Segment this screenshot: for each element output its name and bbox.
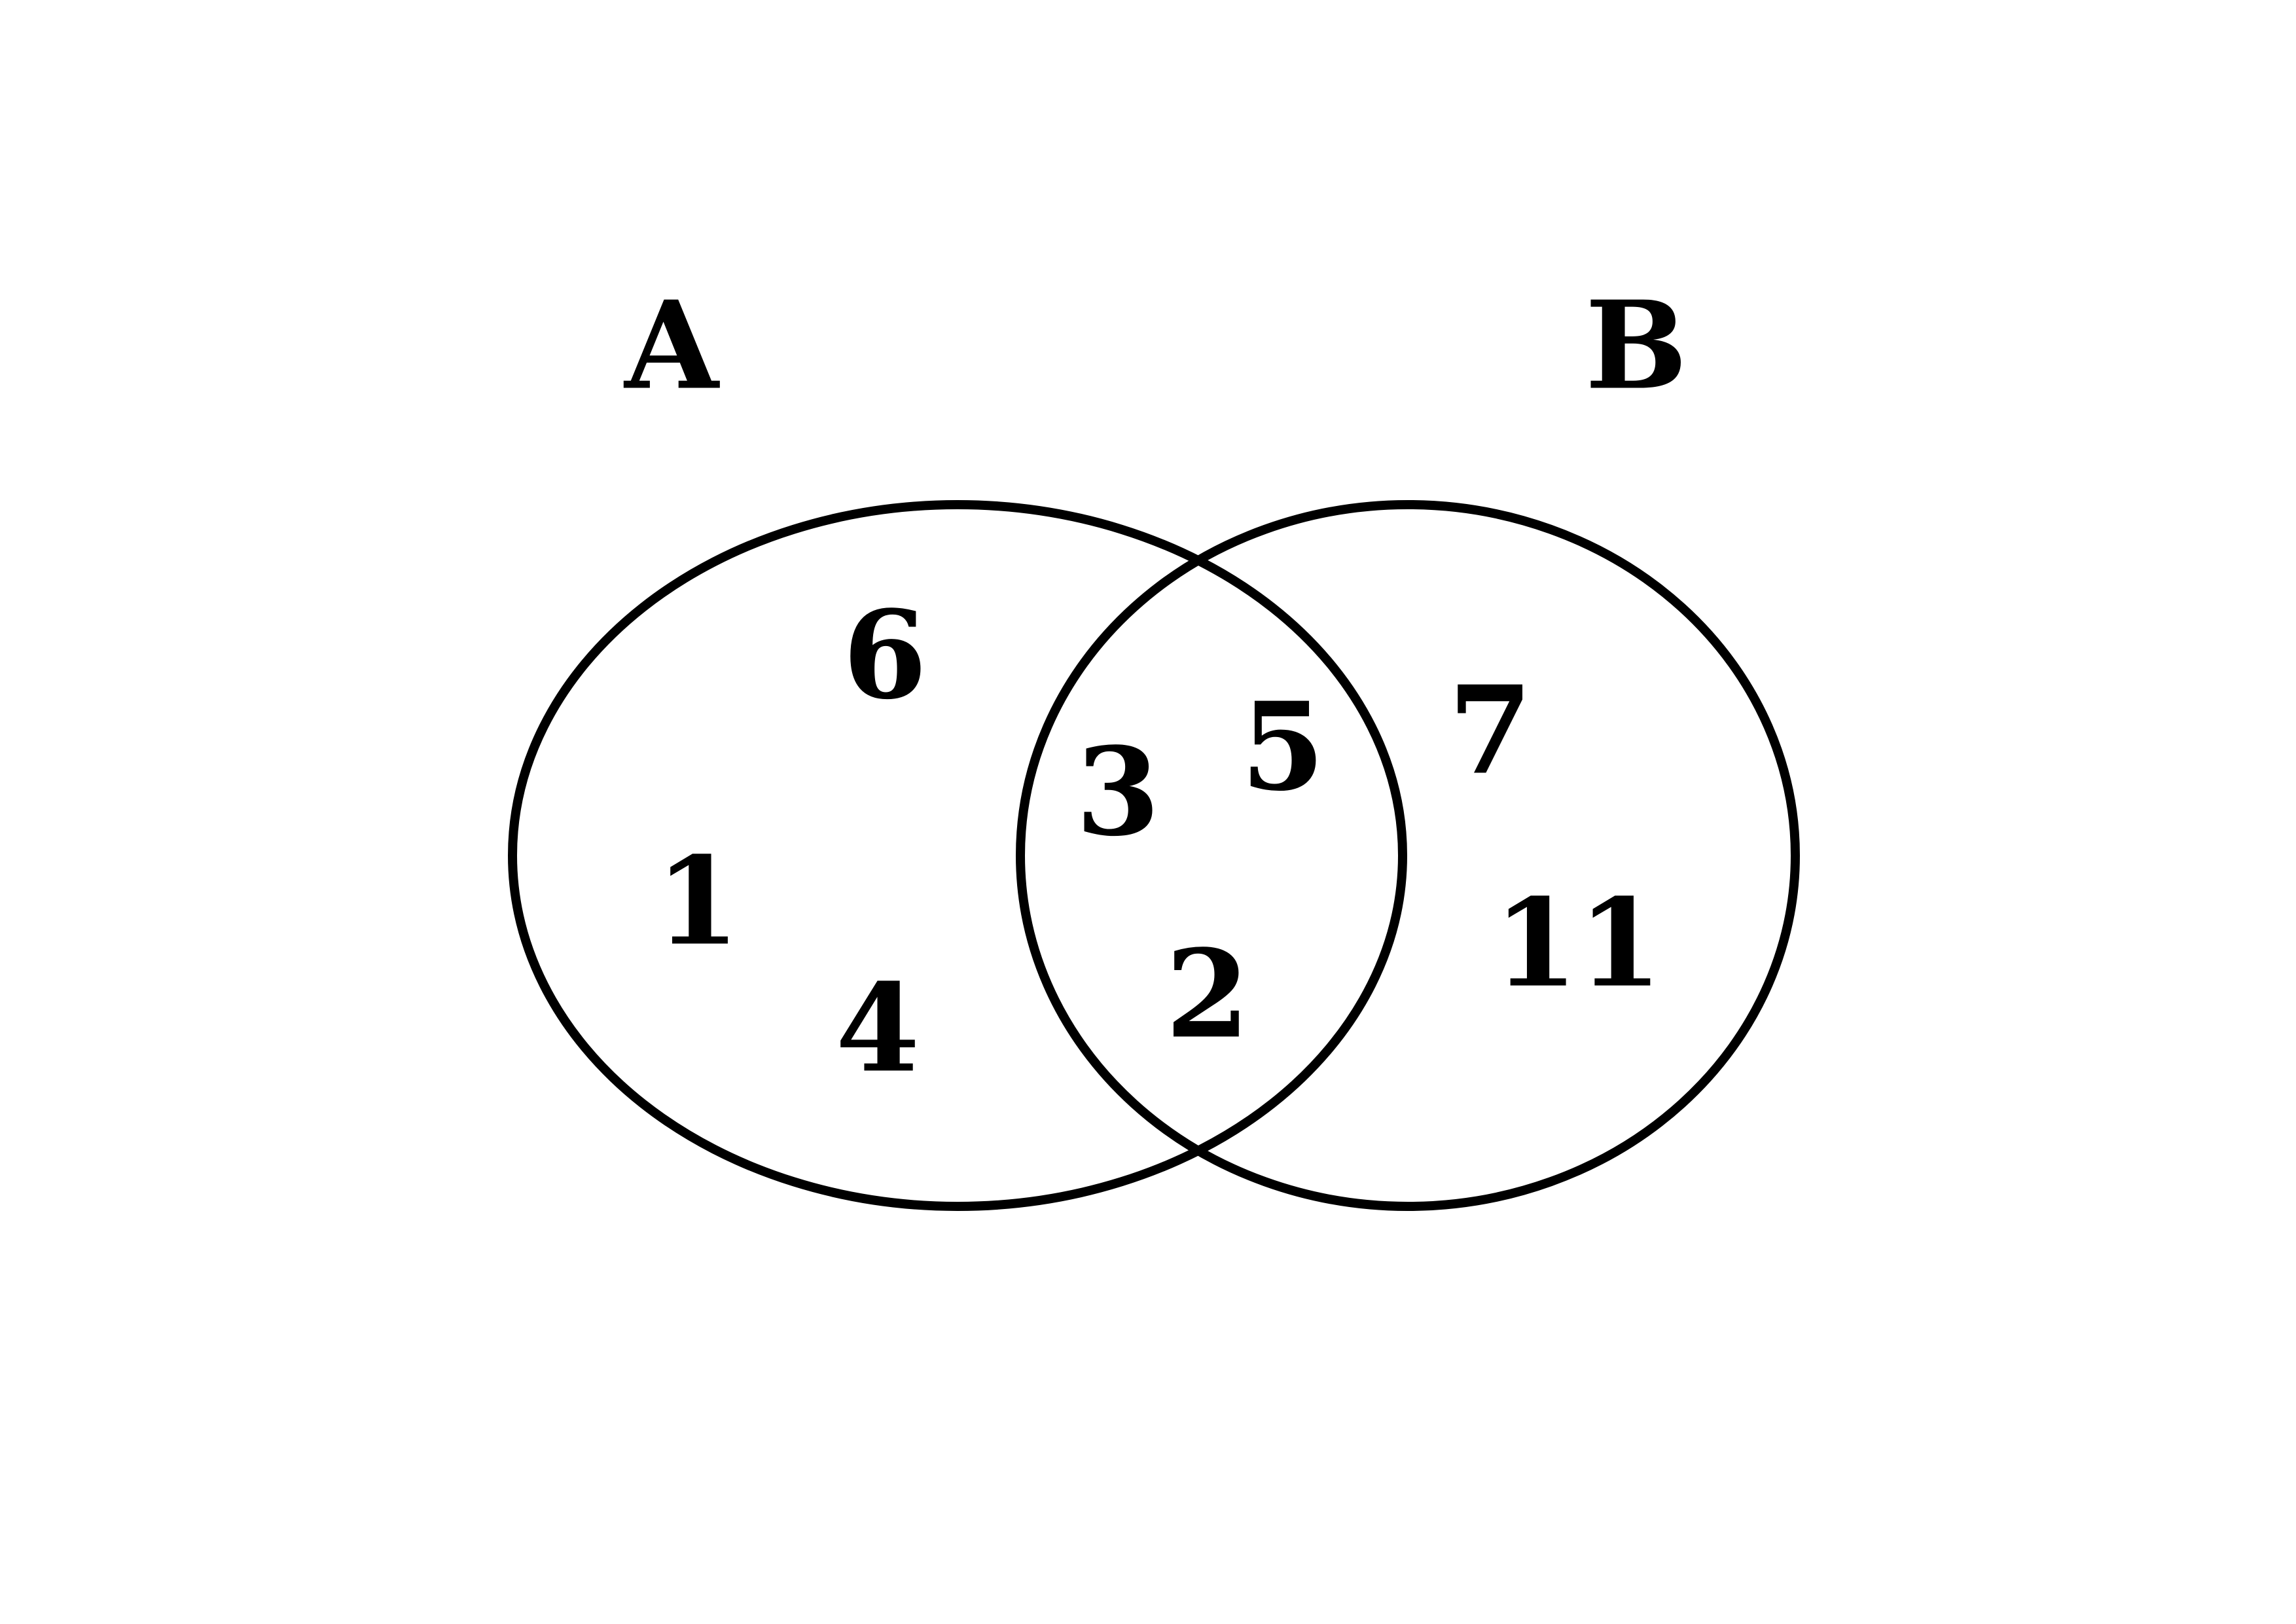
set-b-label: B	[1585, 274, 1688, 417]
element-2: 2	[1165, 922, 1250, 1066]
element-6: 6	[842, 583, 927, 727]
element-3: 3	[1075, 720, 1160, 863]
set-b-ellipse	[1016, 500, 1800, 1211]
set-a-ellipse	[508, 500, 1407, 1211]
element-11: 11	[1494, 871, 1662, 1015]
element-1: 1	[655, 829, 740, 973]
element-4: 4	[835, 956, 920, 1100]
set-a-label: A	[624, 274, 719, 417]
element-5: 5	[1240, 675, 1325, 818]
element-7: 7	[1448, 659, 1533, 802]
